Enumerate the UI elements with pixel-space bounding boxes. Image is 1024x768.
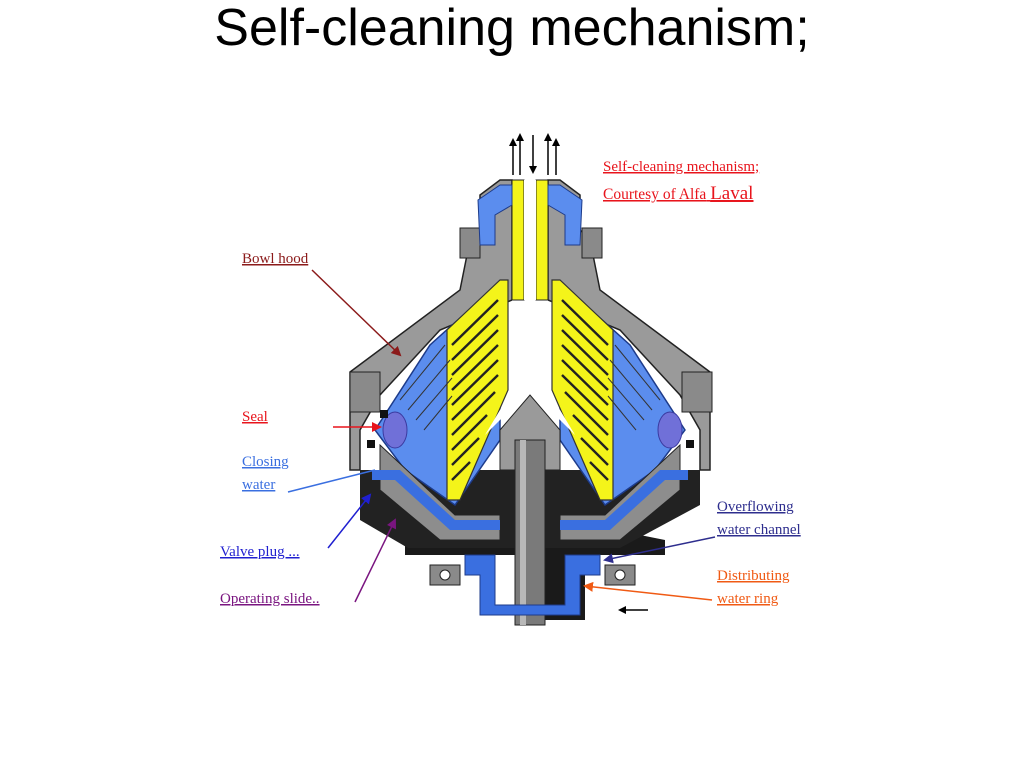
arrow-closing-water (287, 469, 376, 493)
arrow-distributing (583, 581, 713, 601)
label-closing-water-line1: Closing (242, 454, 289, 470)
label-distributing-line2: water ring (717, 591, 779, 607)
caption-courtesy: Courtesy of Alfa (603, 186, 706, 203)
label-valve-plug: Valve plug ... (220, 544, 300, 560)
centrifuge-body (349, 179, 713, 626)
label-distributing-line1: Distributing (717, 568, 790, 584)
page-title: Self-cleaning mechanism; (214, 0, 810, 57)
arrow-bowl-hood (311, 269, 402, 357)
caption-line-1: Self-cleaning mechanism; (603, 159, 759, 175)
label-operating-slide: Operating slide.. (220, 591, 320, 607)
arrow-operating-slide (354, 518, 396, 603)
label-overflowing-line1: Overflowing (717, 499, 794, 515)
label-closing-water-line2: water (242, 477, 275, 493)
flow-arrows-top (509, 133, 560, 175)
caption-line-2: Courtesy of Alfa Laval (603, 183, 753, 204)
label-seal: Seal (242, 409, 268, 425)
arrow-overflowing (603, 536, 716, 564)
label-bowl-hood: Bowl hood (242, 251, 309, 267)
arrow-valve-plug (327, 493, 372, 549)
caption-brand: Laval (710, 183, 753, 204)
label-overflowing-line2: water channel (717, 522, 801, 538)
